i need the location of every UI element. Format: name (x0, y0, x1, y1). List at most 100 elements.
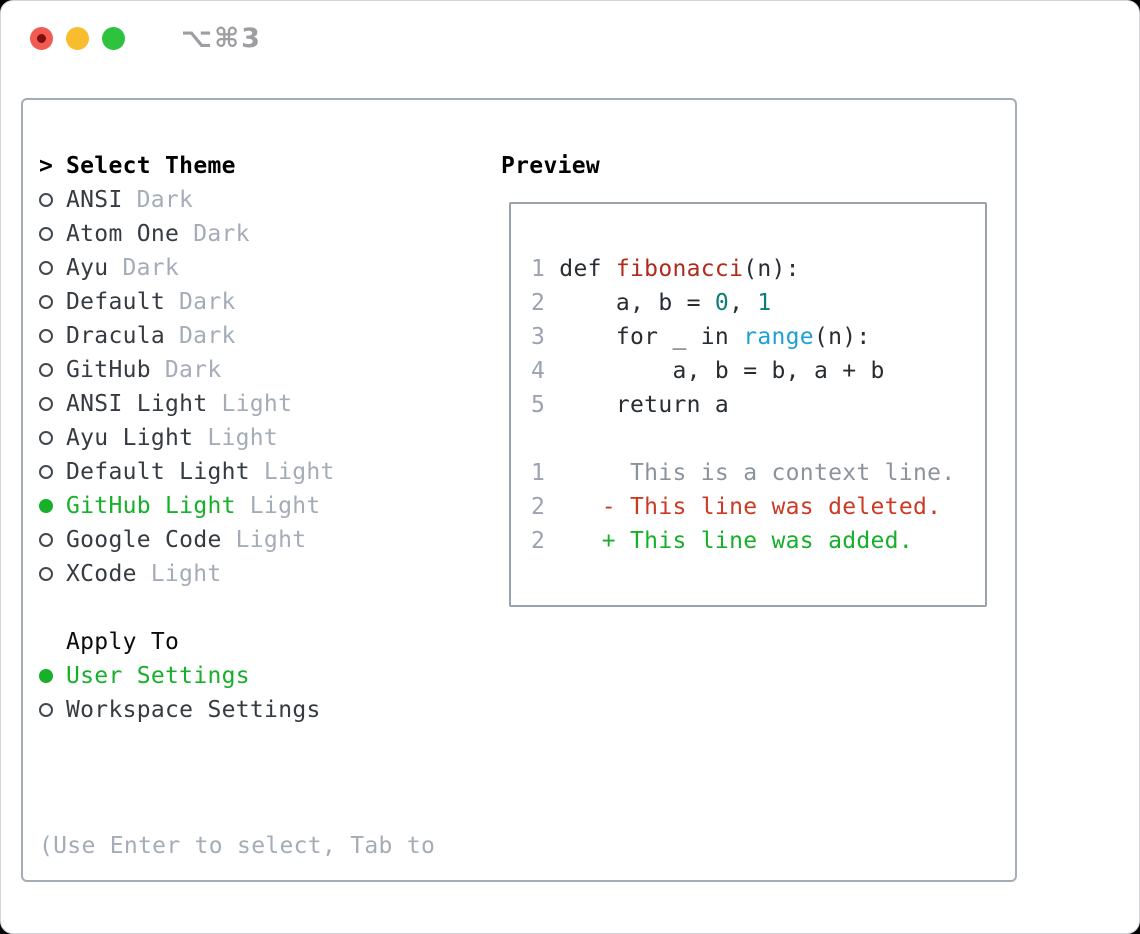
option-label: Atom One (66, 221, 180, 247)
theme-variant-label: Dark (179, 323, 236, 349)
theme-option-xcode[interactable]: XCode Light (39, 557, 335, 591)
apply-option-user-settings[interactable]: User Settings (39, 659, 321, 693)
radio-cell (39, 397, 66, 411)
theme-variant-label: Light (263, 459, 335, 485)
radio-selected-icon (39, 669, 53, 683)
code-segment: + This line was added. (559, 528, 913, 554)
theme-option-ansi-light[interactable]: ANSI Light Light (39, 387, 335, 421)
option-label: ANSI Light (66, 391, 208, 417)
apply-option-workspace-settings[interactable]: Workspace Settings (39, 693, 321, 727)
minimize-button[interactable] (66, 27, 89, 50)
theme-option-ansi[interactable]: ANSI Dark (39, 183, 335, 217)
theme-option-atom-one[interactable]: Atom One Dark (39, 217, 335, 251)
option-label: GitHub Light (66, 493, 236, 519)
radio-cell (39, 295, 66, 309)
option-label: Default (66, 289, 166, 315)
code-segment: - This line was deleted. (559, 494, 942, 520)
window-title: ⌥⌘3 (181, 23, 262, 54)
code-segment: 2 (531, 494, 560, 520)
code-segment: fibonacci (615, 256, 744, 282)
apply-to-header-row: Apply To (39, 625, 321, 659)
prompt-icon: > (39, 153, 54, 179)
option-label: Dracula (66, 323, 166, 349)
radio-icon (39, 363, 53, 377)
code-segment: 1 (531, 256, 560, 282)
theme-option-google-code[interactable]: Google Code Light (39, 523, 335, 557)
preview-line: 5 return a (531, 388, 955, 422)
radio-icon (39, 193, 53, 207)
theme-variant-label: Light (207, 425, 279, 451)
theme-option-default[interactable]: Default Dark (39, 285, 335, 319)
radio-cell (39, 499, 66, 513)
code-segment: def (559, 256, 616, 282)
theme-variant-label: Dark (164, 357, 222, 383)
code-segment: 5 (531, 392, 560, 418)
option-label: Ayu Light (66, 425, 194, 451)
theme-variant-label: Dark (193, 221, 250, 247)
preview-line: 2 - This line was deleted. (531, 490, 955, 524)
theme-option-github[interactable]: GitHub Dark (39, 353, 335, 387)
option-label: ANSI (66, 187, 123, 213)
code-segment: 2 (531, 290, 560, 316)
radio-icon (39, 465, 53, 479)
code-segment: 1 (531, 460, 560, 486)
option-label: Google Code (66, 527, 222, 553)
code-segment: a, b = (559, 290, 715, 316)
theme-picker-heading: Select Theme (66, 153, 236, 179)
theme-picker-header-row: > Select Theme (39, 149, 335, 183)
radio-icon (39, 261, 53, 275)
radio-cell (39, 193, 66, 207)
theme-variant-label: Light (235, 527, 307, 553)
radio-selected-icon (39, 499, 53, 513)
code-segment: (n): (813, 324, 871, 350)
theme-variant-label: Light (221, 391, 293, 417)
theme-option-default-light[interactable]: Default Light Light (39, 455, 335, 489)
radio-cell (39, 329, 66, 343)
code-segment: 1 (757, 290, 772, 316)
code-segment: 0 (714, 290, 730, 316)
option-label: XCode (66, 561, 137, 587)
close-button[interactable] (30, 27, 53, 50)
radio-cell (39, 227, 66, 241)
help-text-line: (Use Enter to select, Tab to (39, 833, 436, 859)
theme-variant-label: Dark (122, 255, 180, 281)
option-label: GitHub (66, 357, 151, 383)
theme-variant-label: Dark (179, 289, 236, 315)
code-segment: a, b = b, a + b (559, 358, 885, 384)
theme-variant-label: Light (249, 493, 321, 519)
code-segment: This is a context line. (559, 460, 956, 486)
code-segment: range (743, 324, 814, 350)
option-label: Ayu (66, 255, 109, 281)
code-segment: 3 (531, 324, 560, 350)
theme-option-github-light[interactable]: GitHub Light Light (39, 489, 335, 523)
radio-cell (39, 669, 66, 683)
theme-variant-label: Dark (136, 187, 194, 213)
apply-to-heading: Apply To (66, 629, 180, 655)
zoom-button[interactable] (102, 27, 125, 50)
code-segment: 4 (531, 358, 560, 384)
preview-line (531, 422, 955, 456)
code-segment: , (729, 290, 758, 316)
radio-icon (39, 329, 53, 343)
radio-cell (39, 363, 66, 377)
theme-option-ayu[interactable]: Ayu Dark (39, 251, 335, 285)
theme-option-dracula[interactable]: Dracula Dark (39, 319, 335, 353)
theme-option-ayu-light[interactable]: Ayu Light Light (39, 421, 335, 455)
radio-icon (39, 533, 53, 547)
preview-line: 3 for _ in range(n): (531, 320, 955, 354)
code-segment: return a (559, 392, 730, 418)
preview-line: 2 + This line was added. (531, 524, 955, 558)
help-text: (Use Enter to select, Tab to change focu… (39, 761, 436, 933)
preview-line: 2 a, b = 0, 1 (531, 286, 955, 320)
radio-icon (39, 397, 53, 411)
radio-cell (39, 567, 66, 581)
code-segment: 2 (531, 528, 560, 554)
theme-variant-label: Light (150, 561, 222, 587)
option-label: Default Light (66, 459, 250, 485)
